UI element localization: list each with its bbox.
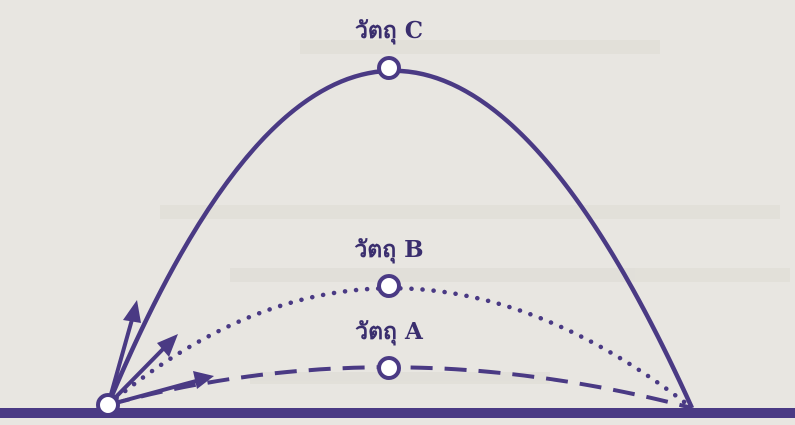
object-c-ball <box>377 56 401 80</box>
launch-arrows <box>106 300 214 407</box>
object-b-ball <box>377 274 401 298</box>
launch-point-ball <box>96 393 120 417</box>
launch-arrow-b-icon <box>106 334 178 407</box>
ground-line <box>0 408 795 418</box>
trajectory-b-dotted <box>105 286 695 411</box>
launch-arrow-a-icon <box>106 371 214 407</box>
object-a-ball <box>377 356 401 380</box>
launch-arrow-c-icon <box>106 300 141 407</box>
object-b-label: วัตถุ B <box>354 236 423 264</box>
object-c-label: วัตถุ C <box>355 17 423 45</box>
object-a-label: วัตถุ A <box>355 318 424 346</box>
background-texture <box>160 40 790 384</box>
